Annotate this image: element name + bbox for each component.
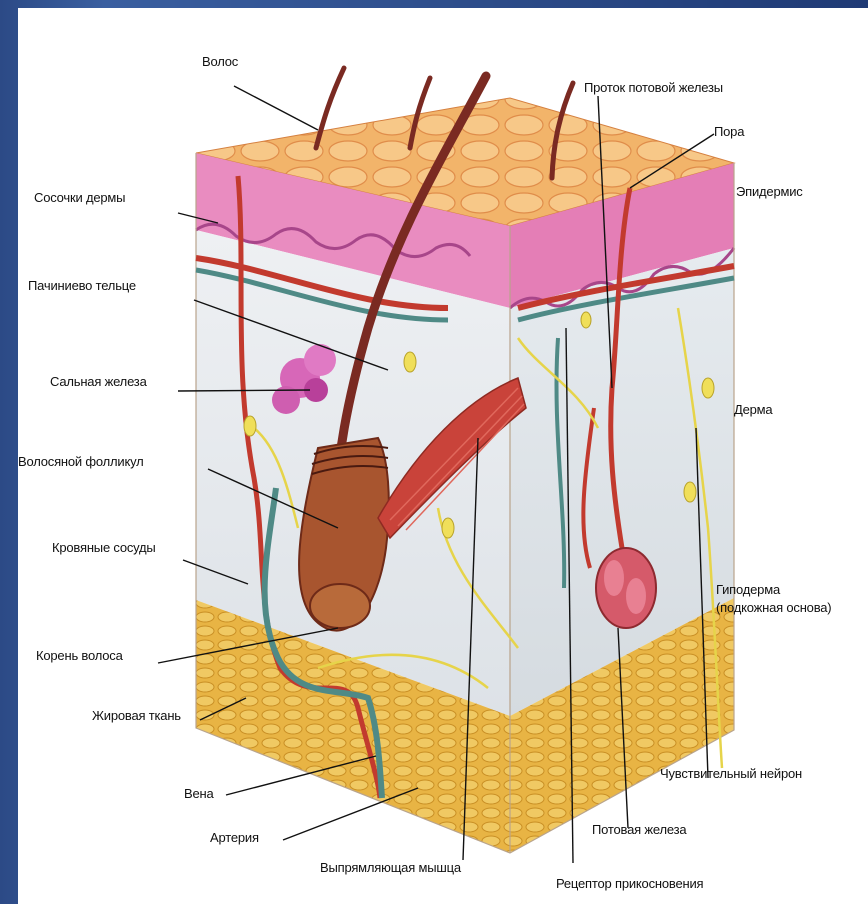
label-arrector: Выпрямляющая мышца <box>320 860 461 875</box>
label-vessels: Кровяные сосуды <box>52 540 156 555</box>
label-hair: Волос <box>202 54 238 69</box>
label-hypodermis: Гиподерма <box>716 582 780 597</box>
label-pacinian: Пачиниево тельце <box>28 278 136 293</box>
label-dermis: Дерма <box>734 402 772 417</box>
label-vein: Вена <box>184 786 214 801</box>
sweat-gland-coil <box>596 548 656 628</box>
label-epidermis: Эпидермис <box>736 184 803 199</box>
label-sweat-duct: Проток потовой железы <box>584 80 723 95</box>
label-sebaceous: Сальная железа <box>50 374 147 389</box>
label-hypodermis-sub: (подкожная основа) <box>716 600 831 615</box>
label-hair-root: Корень волоса <box>36 648 123 663</box>
label-sweat-gland: Потовая железа <box>592 822 686 837</box>
label-touch-receptor: Рецептор прикосновения <box>556 876 703 891</box>
label-fat: Жировая ткань <box>92 708 181 723</box>
label-sensory-neuron: Чувствительный нейрон <box>660 766 802 781</box>
label-dermal-papillae: Сосочки дермы <box>34 190 125 205</box>
label-pore: Пора <box>714 124 744 139</box>
hair-bulb <box>310 584 370 628</box>
label-follicle: Волосяной фолликул <box>18 454 144 469</box>
diagram-panel: Волос Проток потовой железы Пора Сосочки… <box>18 8 868 904</box>
label-artery: Артерия <box>210 830 259 845</box>
